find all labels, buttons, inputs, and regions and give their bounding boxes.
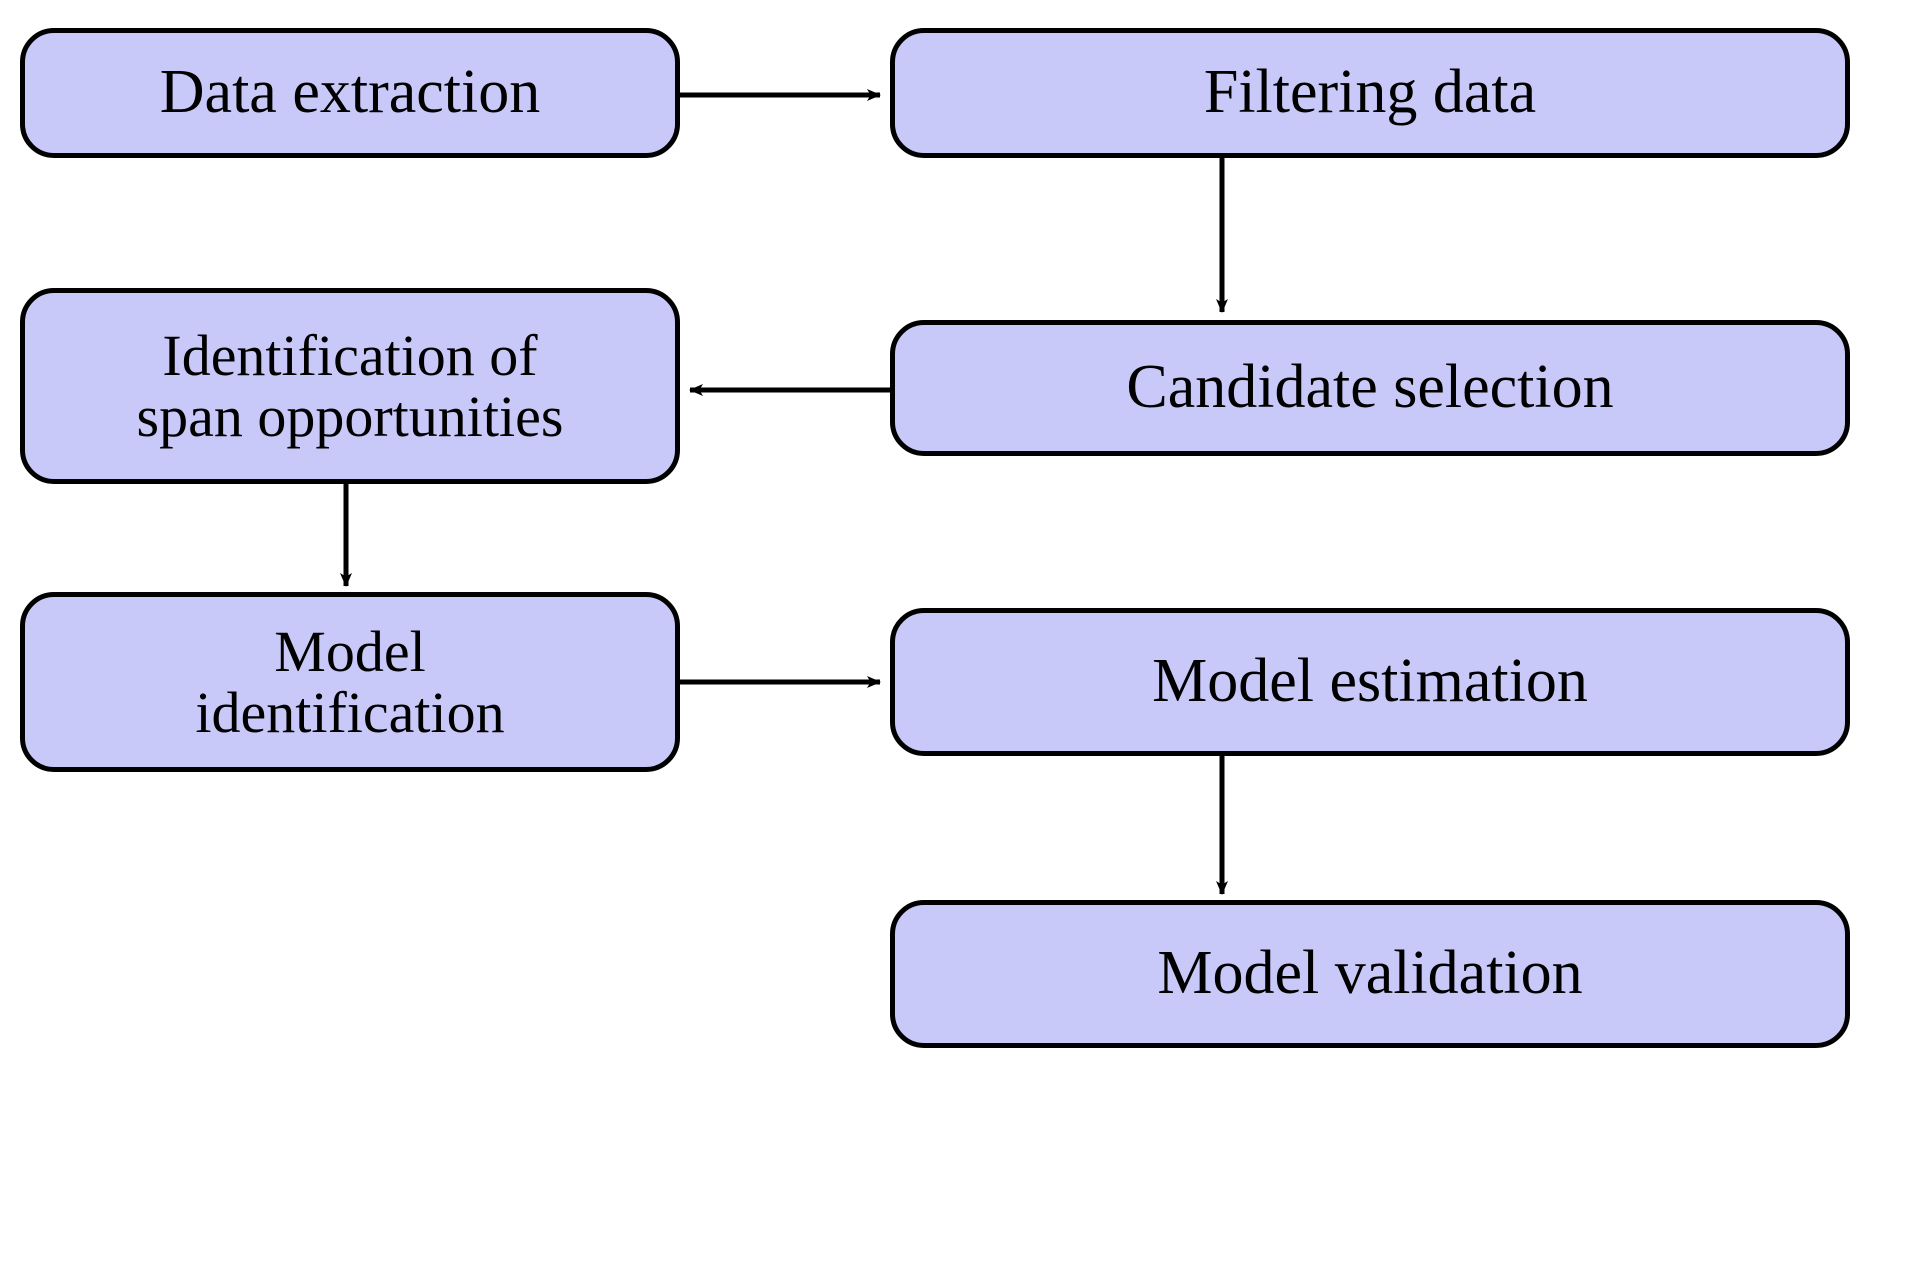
node-data-extraction[interactable]: Data extraction [20, 28, 680, 158]
node-model-identification[interactable]: Model identification [20, 592, 680, 772]
node-filtering-data-label: Filtering data [1203, 58, 1537, 127]
node-candidate-selection[interactable]: Candidate selection [890, 320, 1850, 456]
node-identification-of-span-opportunities[interactable]: Identification of span opportunities [20, 288, 680, 484]
node-model-estimation-label: Model estimation [1152, 647, 1588, 716]
node-identification-of-span-opportunities-label: Identification of span opportunities [136, 322, 564, 449]
node-candidate-selection-label: Candidate selection [1126, 353, 1614, 422]
node-model-estimation[interactable]: Model estimation [890, 608, 1850, 756]
node-model-validation-label: Model validation [1157, 939, 1583, 1008]
node-data-extraction-label: Data extraction [159, 58, 541, 127]
node-model-identification-label: Model identification [195, 618, 505, 745]
node-filtering-data[interactable]: Filtering data [890, 28, 1850, 158]
node-model-validation[interactable]: Model validation [890, 900, 1850, 1048]
